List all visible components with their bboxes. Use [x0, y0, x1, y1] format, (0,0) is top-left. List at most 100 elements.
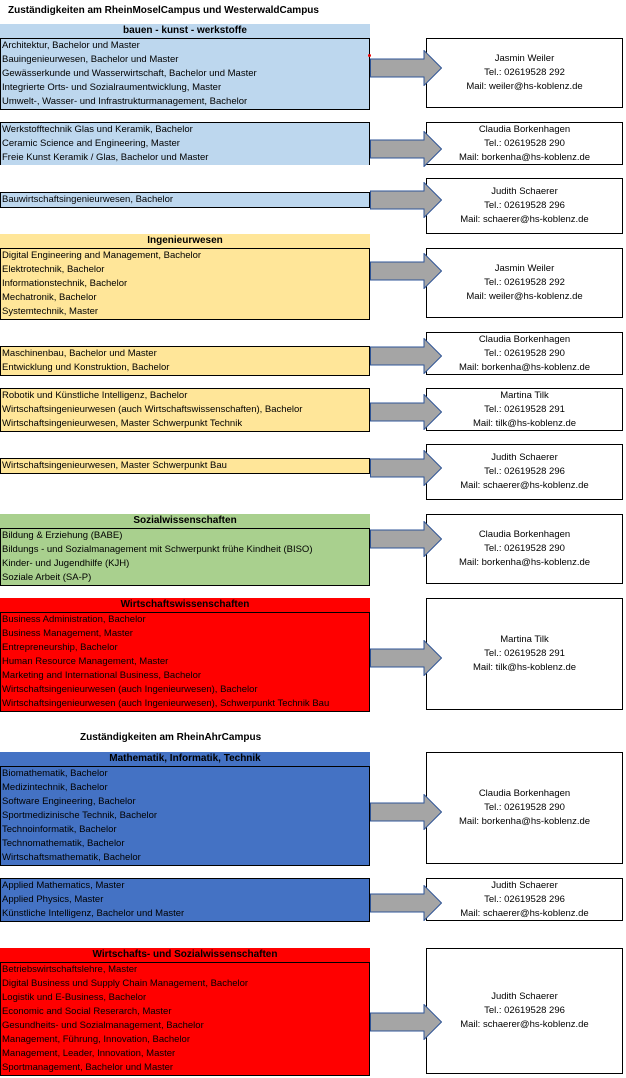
group-werkstoffe-glas-keramik: Werkstofftechnik Glas und Keramik, Bache…: [0, 122, 370, 165]
arrow-icon: [370, 794, 442, 830]
program-item: Informationstechnik, Bachelor: [2, 278, 128, 289]
contact-card: Judith Schaerer Tel.: 02619528 296 Mail:…: [426, 948, 623, 1074]
section-title-rheinahr: Zuständigkeiten am RheinAhrCampus: [80, 732, 262, 743]
program-item: Management, Leader, Innovation, Master: [2, 1048, 176, 1059]
program-list: Bildung & Erziehung (BABE)Bildungs - und…: [0, 528, 370, 586]
contact-card: Judith Schaerer Tel.: 02619528 296 Mail:…: [426, 178, 623, 234]
program-list: Digital Engineering and Management, Bach…: [0, 248, 370, 320]
program-item: Umwelt-, Wasser- und Infrastrukturmanage…: [2, 96, 248, 107]
program-item: Human Resource Management, Master: [2, 656, 169, 667]
group-mathematik-informatik-technik: Mathematik, Informatik, Technik Biomathe…: [0, 752, 370, 866]
program-item: Ceramic Science and Engineering, Master: [2, 138, 180, 149]
program-item: Bauingenieurwesen, Bachelor und Master: [2, 54, 179, 65]
contact-phone: Tel.: 02619528 290: [484, 137, 565, 149]
arrow-icon: [370, 640, 442, 676]
program-item: Entrepreneurship, Bachelor: [2, 642, 118, 653]
program-item: Technoinformatik, Bachelor: [2, 824, 117, 835]
program-item: Integrierte Orts- und Sozialraumentwickl…: [2, 82, 222, 93]
arrow-icon: [370, 450, 442, 486]
contact-phone: Tel.: 02619528 291: [484, 648, 565, 659]
contact-card: Claudia Borkenhagen Tel.: 02619528 290 M…: [426, 332, 623, 375]
contact-card: Claudia Borkenhagen Tel.: 02619528 290 M…: [426, 122, 623, 165]
program-item: Gesundheits- und Sozialmanagement, Bache…: [2, 1020, 204, 1031]
group-ingenieurwesen: Ingenieurwesen Digital Engineering and M…: [0, 234, 370, 320]
contact-phone: Tel.: 02619528 292: [484, 277, 565, 288]
group-bauwirtschaft: Bauwirtschaftsingenieurwesen, Bachelor: [0, 192, 370, 208]
program-item: Marketing and International Business, Ba…: [2, 670, 202, 681]
selection-marker: [368, 54, 371, 57]
contact-card: Jasmin Weiler Tel.: 02619528 292 Mail: w…: [426, 38, 623, 108]
contact-name: Claudia Borkenhagen: [478, 333, 571, 345]
program-item: Soziale Arbeit (SA-P): [2, 572, 92, 583]
contact-email: Mail: borkenha@hs-koblenz.de: [458, 361, 591, 373]
group-header: Sozialwissenschaften: [0, 514, 370, 528]
program-item: Sportmanagement, Bachelor und Master: [2, 1062, 174, 1073]
group-bauen-kunst-werkstoffe: bauen - kunst - werkstoffe Architektur, …: [0, 24, 370, 110]
group-wing-bau: Wirtschaftsingenieurwesen, Master Schwer…: [0, 458, 370, 474]
group-header: Wirtschaftswissenschaften: [0, 598, 370, 612]
program-item: Business Management, Master: [2, 628, 133, 639]
contact-email: Mail: tilk@hs-koblenz.de: [472, 417, 577, 429]
contact-name: Jasmin Weiler: [494, 53, 555, 64]
arrow-icon: [370, 1004, 442, 1040]
program-list: Robotik und Künstliche Intelligenz, Bach…: [0, 388, 370, 432]
program-item: Management, Führung, Innovation, Bachelo…: [2, 1034, 191, 1045]
arrow-icon: [370, 338, 442, 374]
program-item: Architektur, Bachelor und Master: [2, 40, 140, 51]
contact-phone: Tel.: 02619528 290: [484, 543, 565, 554]
contact-name: Judith Schaerer: [491, 186, 558, 197]
contact-name: Jasmin Weiler: [494, 263, 555, 274]
program-item: Digital Business und Supply Chain Manage…: [2, 978, 249, 989]
program-item: Robotik und Künstliche Intelligenz, Bach…: [2, 390, 188, 401]
contact-phone: Tel.: 02619528 291: [484, 403, 565, 415]
program-item: Gewässerkunde und Wasserwirtschaft, Bach…: [2, 68, 257, 79]
arrow-icon: [370, 131, 442, 167]
contact-phone: Tel.: 02619528 296: [484, 200, 565, 211]
program-item: Maschinenbau, Bachelor und Master: [2, 348, 157, 359]
program-item: Betriebswirtschaftslehre, Master: [2, 964, 138, 975]
group-header: Wirtschafts- und Sozialwissenschaften: [0, 948, 370, 962]
program-item: Kinder- und Jugendhilfe (KJH): [2, 558, 130, 569]
contact-card: Judith Schaerer Tel.: 02619528 296 Mail:…: [426, 878, 623, 921]
contact-name: Claudia Borkenhagen: [478, 123, 571, 135]
contact-email: Mail: schaerer@hs-koblenz.de: [460, 907, 589, 919]
contact-phone: Tel.: 02619528 290: [484, 347, 565, 359]
section-title-rheinmosel: Zuständigkeiten am RheinMoselCampus und …: [8, 5, 319, 16]
program-list: Bauwirtschaftsingenieurwesen, Bachelor: [0, 192, 370, 208]
arrow-icon: [370, 182, 442, 218]
contact-email: Mail: schaerer@hs-koblenz.de: [460, 480, 589, 491]
contact-name: Claudia Borkenhagen: [478, 529, 571, 540]
group-header: Ingenieurwesen: [0, 234, 370, 248]
contact-name: Judith Schaerer: [491, 879, 558, 891]
program-item: Wirtschaftsingenieurwesen (auch Wirtscha…: [2, 404, 303, 415]
program-item: Wirtschaftsmathematik, Bachelor: [2, 852, 141, 863]
program-item: Mechatronik, Bachelor: [2, 292, 97, 303]
program-item: Bildungs - und Sozialmanagement mit Schw…: [2, 544, 313, 555]
contact-card: Claudia Borkenhagen Tel.: 02619528 290 M…: [426, 752, 623, 864]
program-item: Wirtschaftsingenieurwesen (auch Ingenieu…: [2, 684, 258, 695]
program-item: Economic and Social Reserarch, Master: [2, 1006, 172, 1017]
program-item: Wirtschaftsingenieurwesen, Master Schwer…: [2, 418, 243, 429]
program-item: Werkstofftechnik Glas und Keramik, Bache…: [2, 124, 193, 135]
program-item: Bauwirtschaftsingenieurwesen, Bachelor: [2, 194, 174, 205]
arrow-icon: [370, 885, 442, 921]
contact-card: Judith Schaerer Tel.: 02619528 296 Mail:…: [426, 444, 623, 500]
contact-phone: Tel.: 02619528 290: [484, 802, 565, 813]
contact-name: Judith Schaerer: [491, 452, 558, 463]
contact-name: Claudia Borkenhagen: [478, 788, 571, 799]
program-item: Business Administration, Bachelor: [2, 614, 146, 625]
program-item: Wirtschaftsingenieurwesen (auch Ingenieu…: [2, 698, 330, 709]
program-item: Elektrotechnik, Bachelor: [2, 264, 105, 275]
contact-email: Mail: borkenha@hs-koblenz.de: [458, 816, 591, 827]
group-sozialwissenschaften: Sozialwissenschaften Bildung & Erziehung…: [0, 514, 370, 586]
program-item: Biomathematik, Bachelor: [2, 768, 108, 779]
contact-card: Martina Tilk Tel.: 02619528 291 Mail: ti…: [426, 388, 623, 431]
program-item: Systemtechnik, Master: [2, 306, 99, 317]
program-item: Entwicklung und Konstruktion, Bachelor: [2, 362, 170, 373]
contact-phone: Tel.: 02619528 296: [484, 893, 565, 905]
